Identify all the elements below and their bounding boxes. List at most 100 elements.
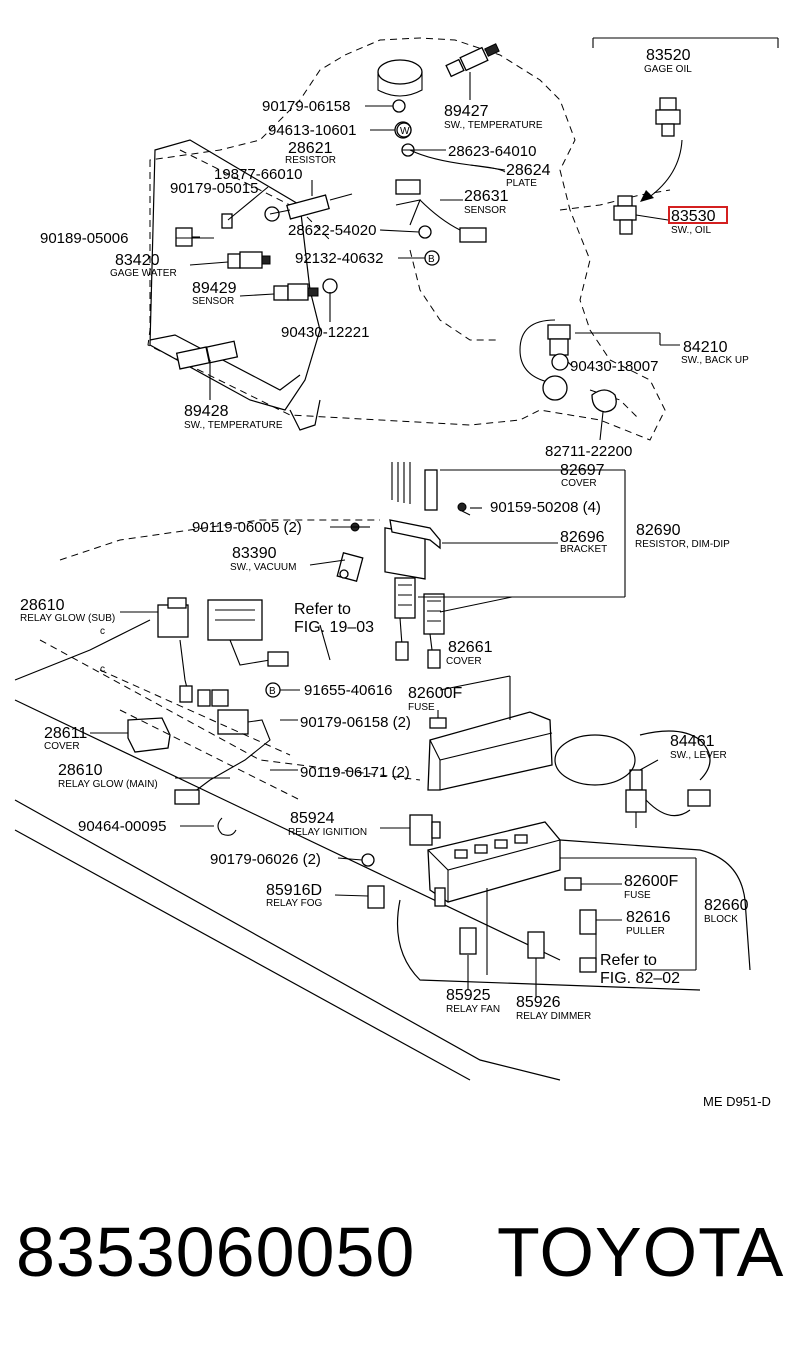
backup-light-switch[interactable] bbox=[519, 319, 571, 401]
label-90189-05006[interactable]: 90189-05006 bbox=[40, 230, 128, 247]
reference-fig-82-02[interactable]: Refer to FIG. 82–02 bbox=[600, 952, 680, 987]
footer-brand: TOYOTA bbox=[497, 1213, 785, 1291]
dimmer-relay[interactable] bbox=[527, 931, 545, 959]
svg-text:28610: 28610 bbox=[20, 597, 65, 614]
label-28624[interactable]: 28624 PLATE bbox=[506, 162, 551, 189]
svg-text:82661: 82661 bbox=[448, 639, 493, 656]
label-94613-10601[interactable]: 94613-10601 bbox=[268, 122, 356, 139]
oil-switch-sensor[interactable] bbox=[613, 195, 669, 235]
label-85926[interactable]: 85926 RELAY DIMMER bbox=[516, 994, 591, 1022]
temperature-switch-89428[interactable] bbox=[175, 340, 239, 370]
label-82616[interactable]: 82616 PULLER bbox=[626, 909, 671, 937]
glow-relay-sub[interactable] bbox=[157, 597, 189, 638]
label-91655-40616[interactable]: 91655-40616 bbox=[304, 682, 392, 699]
plate-sensor-assembly[interactable] bbox=[395, 149, 506, 243]
label-82660[interactable]: 82660 BLOCK bbox=[704, 897, 749, 925]
highlight-box bbox=[668, 206, 728, 224]
sensor-89429[interactable] bbox=[273, 278, 338, 301]
clip-90464 bbox=[217, 817, 237, 836]
temperature-switch[interactable] bbox=[445, 43, 500, 100]
svg-text:RELAY DIMMER: RELAY DIMMER bbox=[516, 1011, 591, 1022]
label-82600f-bottom[interactable]: 82600F FUSE bbox=[624, 873, 678, 901]
label-19877-66010[interactable]: 19877-66010 bbox=[214, 166, 302, 183]
svg-text:SENSOR: SENSOR bbox=[192, 296, 234, 307]
label-90179-06026[interactable]: 90179-06026 (2) bbox=[210, 851, 321, 868]
svg-text:BLOCK: BLOCK bbox=[704, 914, 738, 925]
label-28610-sub[interactable]: 28610 RELAY GLOW (SUB) bbox=[20, 597, 115, 624]
label-89428[interactable]: 89428 SW., TEMPERATURE bbox=[184, 403, 283, 431]
svg-text:SW., OIL: SW., OIL bbox=[671, 225, 711, 236]
label-28621[interactable]: 28621 RESISTOR bbox=[285, 140, 336, 166]
water-gage-sensor[interactable] bbox=[227, 251, 271, 269]
label-84461[interactable]: 84461 SW., LEVER bbox=[670, 733, 727, 761]
fan-relay[interactable] bbox=[459, 927, 477, 955]
label-90179-06158-2[interactable]: 90179-06158 (2) bbox=[300, 714, 411, 731]
label-89429[interactable]: 89429 SENSOR bbox=[192, 280, 237, 307]
marker-c: c bbox=[100, 626, 105, 637]
label-82697[interactable]: 82697 COVER bbox=[560, 462, 605, 489]
svg-text:BRACKET: BRACKET bbox=[560, 544, 607, 555]
arrow bbox=[647, 139, 683, 199]
label-85924[interactable]: 85924 RELAY IGNITION bbox=[288, 810, 367, 838]
lever-switch[interactable] bbox=[625, 769, 711, 828]
label-83420[interactable]: 83420 GAGE WATER bbox=[110, 252, 177, 279]
label-85925[interactable]: 85925 RELAY FAN bbox=[446, 987, 500, 1015]
ignition-relay[interactable] bbox=[409, 814, 441, 846]
cover-28611[interactable] bbox=[127, 717, 171, 753]
label-84210[interactable]: 84210 SW., BACK UP bbox=[681, 339, 749, 366]
bracket-82696[interactable] bbox=[389, 519, 441, 550]
label-28610-main[interactable]: 28610 RELAY GLOW (MAIN) bbox=[58, 762, 158, 790]
dim-dip-resistor-connectors[interactable] bbox=[394, 577, 445, 669]
label-89427[interactable]: 89427 SW., TEMPERATURE bbox=[444, 103, 543, 131]
label-90179-05015[interactable]: 90179-05015 bbox=[170, 180, 258, 197]
label-90159-50208[interactable]: 90159-50208 (4) bbox=[490, 499, 601, 516]
reference-fig-19-03[interactable]: Refer to FIG. 19–03 bbox=[294, 601, 374, 636]
label-90464-00095[interactable]: 90464-00095 bbox=[78, 818, 166, 835]
diagram-code: ME D951-D bbox=[703, 1094, 771, 1109]
label-28631[interactable]: 28631 SENSOR bbox=[464, 188, 509, 216]
svg-text:FUSE: FUSE bbox=[408, 702, 435, 713]
label-83390[interactable]: 83390 SW., VACUUM bbox=[230, 545, 296, 573]
label-90430-12221[interactable]: 90430-12221 bbox=[281, 324, 369, 341]
label-82600f-top[interactable]: 82600F FUSE bbox=[408, 685, 462, 713]
fog-relay[interactable] bbox=[367, 885, 385, 909]
label-28622-54020[interactable]: 28622-54020 bbox=[288, 222, 376, 239]
label-82696[interactable]: 82696 BRACKET bbox=[560, 529, 607, 555]
drain-plug-90189[interactable] bbox=[175, 227, 200, 247]
vacuum-switch[interactable] bbox=[336, 552, 364, 582]
label-92132-40632[interactable]: 92132-40632 bbox=[295, 250, 383, 267]
label-28623-64010[interactable]: 28623-64010 bbox=[448, 143, 536, 160]
svg-text:82660: 82660 bbox=[704, 897, 749, 914]
fuse-box-cover[interactable] bbox=[427, 711, 553, 791]
label-90430-18007[interactable]: 90430-18007 bbox=[570, 358, 658, 375]
marker-c: c bbox=[100, 664, 105, 675]
fuse-top[interactable] bbox=[429, 717, 447, 729]
svg-text:83520: 83520 bbox=[646, 47, 691, 64]
svg-text:85926: 85926 bbox=[516, 994, 561, 1011]
symbol-w: W bbox=[396, 122, 412, 138]
symbol-b-lower: B bbox=[265, 682, 281, 698]
cover-82697[interactable] bbox=[384, 462, 438, 580]
label-90119-06171[interactable]: 90119-06171 (2) bbox=[300, 764, 410, 781]
glow-relay-main-box[interactable] bbox=[207, 599, 263, 641]
svg-text:82600F: 82600F bbox=[624, 873, 678, 890]
svg-text:RELAY FOG: RELAY FOG bbox=[266, 898, 323, 909]
fuse-block[interactable] bbox=[427, 821, 561, 907]
fuse-puller[interactable] bbox=[579, 909, 597, 935]
svg-text:GAGE WATER: GAGE WATER bbox=[110, 268, 177, 279]
resistor-28621[interactable] bbox=[286, 180, 353, 220]
label-90179-06158[interactable]: 90179-06158 bbox=[262, 98, 350, 115]
label-83520[interactable]: 83520 GAGE OIL bbox=[644, 47, 692, 75]
label-82711-22200[interactable]: 82711-22200 bbox=[545, 443, 632, 460]
oil-gage-sensor[interactable] bbox=[655, 97, 681, 137]
label-90119-06005[interactable]: 90119-06005 (2) bbox=[192, 519, 302, 536]
label-82690[interactable]: 82690 RESISTOR, DIM-DIP bbox=[635, 522, 730, 550]
label-83530[interactable]: 83530 SW., OIL bbox=[671, 208, 716, 236]
svg-text:82690: 82690 bbox=[636, 522, 681, 539]
label-82661[interactable]: 82661 COVER bbox=[446, 639, 493, 667]
fuse-bottom[interactable] bbox=[564, 877, 582, 891]
svg-text:83420: 83420 bbox=[115, 252, 160, 269]
small-part-ref bbox=[579, 957, 597, 973]
label-85916d[interactable]: 85916D RELAY FOG bbox=[266, 882, 323, 909]
label-28611[interactable]: 28611 COVER bbox=[44, 725, 87, 752]
